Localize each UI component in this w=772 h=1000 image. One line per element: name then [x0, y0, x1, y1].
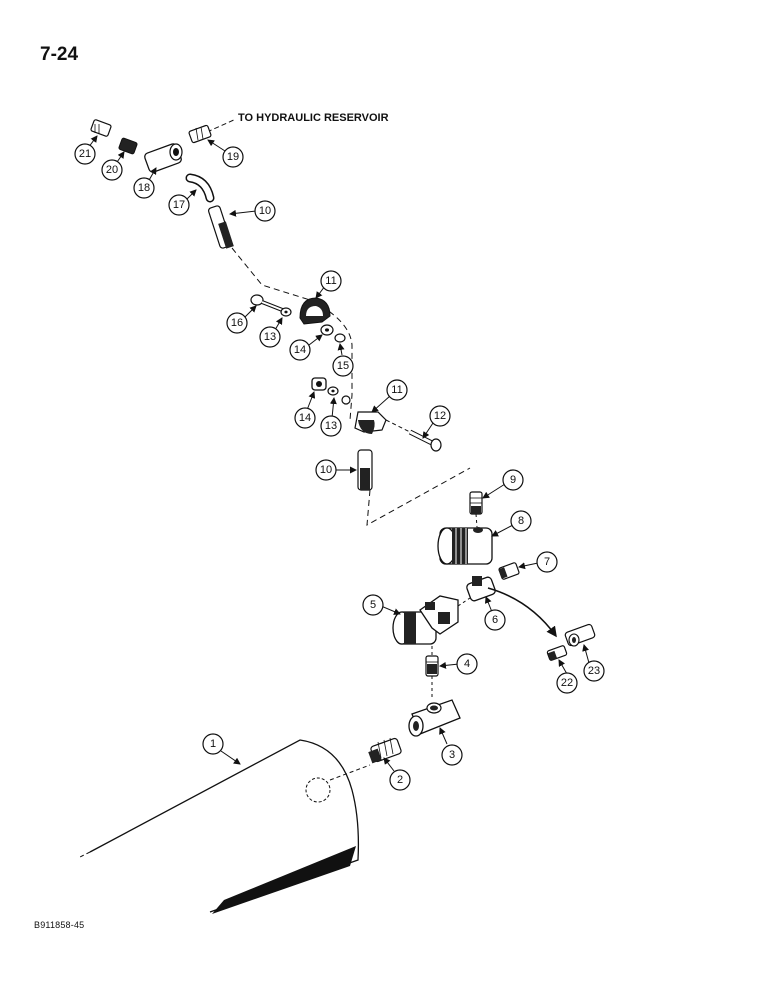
part-6-elbow: [466, 576, 496, 602]
callout-11-upper: 11: [320, 270, 342, 292]
part-15-nut: [334, 333, 346, 343]
svg-text:13: 13: [325, 420, 337, 432]
part-19-fitting: [188, 124, 212, 144]
callout-18: 18: [133, 177, 155, 199]
part-4-fitting: [425, 655, 439, 677]
svg-text:1: 1: [210, 738, 216, 750]
svg-text:17: 17: [173, 199, 185, 211]
callout-13-lower: 13: [320, 415, 342, 437]
svg-text:11: 11: [391, 384, 402, 396]
svg-text:14: 14: [299, 412, 311, 424]
svg-text:4: 4: [464, 658, 470, 670]
part-22-fitting: [546, 645, 568, 661]
callout-9: 9: [502, 469, 524, 491]
part-11-clamp-lower: [354, 411, 387, 434]
part-11-clamp-upper: [299, 297, 331, 325]
part-5-valve: [392, 595, 459, 645]
part-2-fitting: [368, 737, 402, 764]
callout-14-upper: 14: [289, 339, 311, 361]
part-10-hose-end-upper: [207, 205, 234, 249]
callout-1: 1: [202, 733, 224, 755]
part-12-bolt: [408, 429, 442, 452]
callout-5: 5: [362, 594, 384, 616]
svg-text:11: 11: [325, 275, 336, 287]
callout-22: 22: [556, 672, 578, 694]
part-3-tee: [408, 699, 461, 737]
callout-19: 19: [222, 146, 244, 168]
svg-text:15: 15: [337, 360, 349, 372]
svg-text:10: 10: [320, 464, 332, 476]
part-13-washer-lower: [327, 386, 339, 396]
svg-text:6: 6: [492, 614, 498, 626]
svg-text:19: 19: [227, 151, 239, 163]
part-18-tee: [144, 143, 183, 173]
part-21-fitting: [90, 119, 112, 137]
part-14-nut-lower: [311, 377, 327, 391]
callout-14-lower: 14: [294, 407, 316, 429]
svg-text:21: 21: [79, 148, 91, 160]
callout-3: 3: [441, 744, 463, 766]
callout-17: 17: [168, 194, 190, 216]
svg-text:5: 5: [370, 599, 376, 611]
callout-21: 21: [74, 143, 96, 165]
part-20-fitting: [118, 137, 138, 155]
figure-code: B911858-45: [34, 920, 85, 930]
part-8-valve: [437, 527, 493, 565]
svg-text:14: 14: [294, 344, 306, 356]
svg-text:23: 23: [588, 665, 600, 677]
callout-4: 4: [456, 653, 478, 675]
callout-6: 6: [484, 609, 506, 631]
part-9-fitting: [469, 491, 483, 515]
part-7-fitting: [498, 562, 520, 580]
hydraulic-line-upper: [231, 247, 353, 421]
callout-7: 7: [536, 551, 558, 573]
callout-15: 15: [332, 355, 354, 377]
callout-8: 8: [510, 510, 532, 532]
relocation-arrow: [487, 587, 557, 638]
leader-lines: [87, 135, 590, 772]
svg-text:10: 10: [259, 205, 271, 217]
callout-2: 2: [389, 769, 411, 791]
part-13-washer-upper: [280, 307, 292, 317]
svg-text:2: 2: [397, 774, 403, 786]
svg-text:16: 16: [231, 317, 243, 329]
callout-20: 20: [101, 159, 123, 181]
svg-text:12: 12: [434, 410, 446, 422]
callout-16: 16: [226, 312, 248, 334]
part-1-tank: [89, 739, 360, 914]
callout-10-lower: 10: [315, 459, 337, 481]
callout-12: 12: [429, 405, 451, 427]
to-reservoir-label: TO HYDRAULIC RESERVOIR: [238, 112, 389, 124]
svg-text:3: 3: [449, 749, 455, 761]
callout-13-upper: 13: [259, 326, 281, 348]
part-23-tee: [564, 623, 596, 647]
callout-10-upper: 10: [254, 200, 276, 222]
part-13-washer-lower-b: [341, 395, 351, 405]
svg-text:20: 20: [106, 164, 118, 176]
part-14-washer-upper: [320, 324, 334, 336]
svg-text:8: 8: [518, 515, 524, 527]
hydraulic-line-lower: [366, 467, 471, 526]
part-10-hose-end-lower: [357, 449, 373, 491]
callout-23: 23: [583, 660, 605, 682]
part-17-elbow: [185, 173, 215, 203]
page-number: 7-24: [40, 44, 79, 65]
svg-text:9: 9: [510, 474, 516, 486]
svg-text:18: 18: [138, 182, 150, 194]
svg-text:13: 13: [264, 331, 276, 343]
svg-text:7: 7: [544, 556, 550, 568]
callout-11-lower: 11: [386, 379, 408, 401]
svg-text:22: 22: [561, 677, 573, 689]
